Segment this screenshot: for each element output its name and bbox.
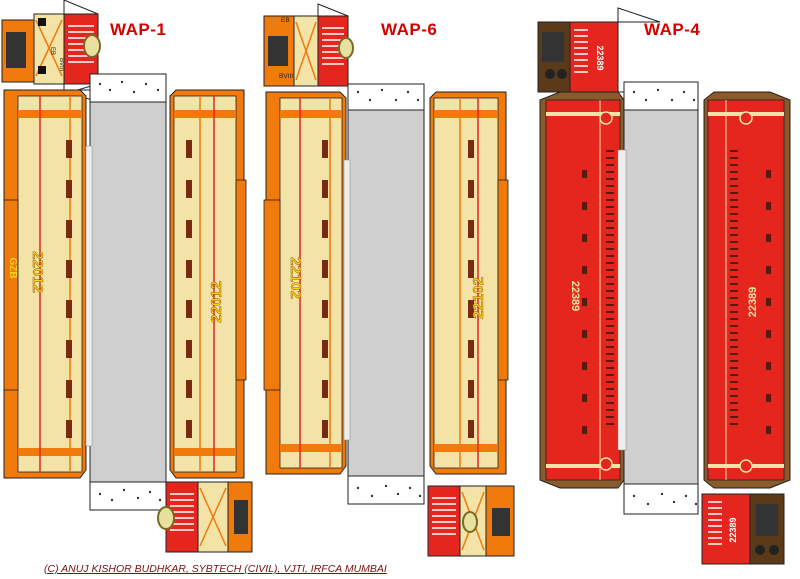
cab-number-bottom-wap4: 22389 <box>728 517 738 542</box>
body-number-right-wap1: 22012 <box>208 281 225 323</box>
body-side-right-wap4 <box>703 91 791 489</box>
title-wap1: WAP-1 <box>110 20 167 39</box>
body-number-left-wap1: 22012 <box>29 251 46 293</box>
cab-number-top-wap4: 22389 <box>595 45 605 70</box>
title-wap4: WAP-4 <box>644 20 701 39</box>
roof-wap1 <box>89 101 167 483</box>
cab-label-bviii-wap6: BVIII <box>279 73 293 80</box>
title-wap6: WAP-6 <box>381 20 438 39</box>
cab-top-wap6 <box>263 3 354 87</box>
cab-bottom-wap1 <box>157 481 253 553</box>
body-number-left-wap4: 22389 <box>569 281 581 312</box>
cab-label-eb-wap6: EB <box>281 17 290 24</box>
body-number-right-wap6: 22102 <box>470 277 487 319</box>
body-number-right-wap4: 22389 <box>747 287 759 318</box>
cab-bottom-wap4 <box>701 493 785 565</box>
cab-top-wap4 <box>537 7 661 101</box>
cab-label-eb-wap1: EB <box>49 47 55 55</box>
copyright-credit: (C) ANUJ KISHOR BUDHKAR, SYBTECH (CIVIL)… <box>44 563 387 575</box>
body-side-left-wap1 <box>3 89 87 479</box>
body-side-left-wap4 <box>539 91 625 489</box>
cab-label-bviii-wap1: BVIII <box>58 58 64 71</box>
cab-bottom-wap6 <box>427 485 515 557</box>
body-number-left-wap6: 22102 <box>287 257 304 299</box>
shed-code-wap1: GZB <box>7 257 18 278</box>
body-side-right-wap6 <box>429 91 509 475</box>
roof-wap6 <box>347 109 425 477</box>
roof-wap4 <box>623 109 699 485</box>
